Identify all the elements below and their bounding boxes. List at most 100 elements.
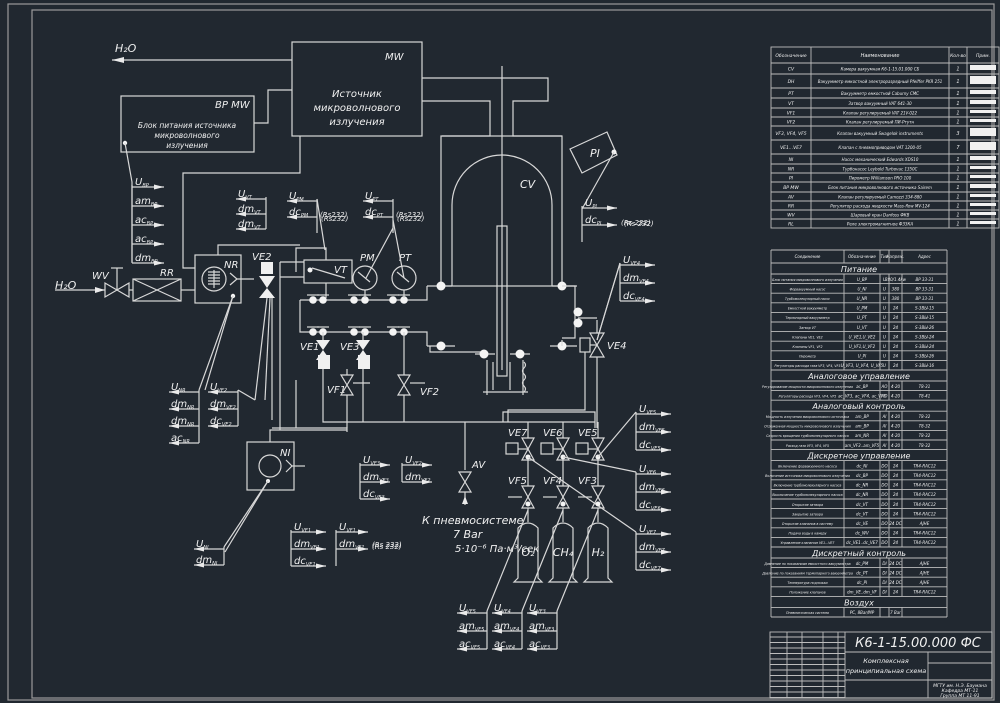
signal-label: UPI bbox=[585, 198, 597, 210]
spec-cell-qty: 1 bbox=[956, 67, 959, 73]
spec-cell-designation: RL bbox=[788, 222, 794, 228]
vt-label: VT bbox=[334, 265, 348, 276]
spec-cell-qty: 1 bbox=[956, 111, 959, 117]
io-cell: DO bbox=[881, 492, 887, 497]
signal-label: UVF5 bbox=[459, 603, 476, 615]
io-cell: T8-31 bbox=[919, 384, 931, 389]
io-cell: ac_BP bbox=[856, 384, 868, 389]
org-line2: Кафедра МТ-11 bbox=[942, 688, 979, 694]
mw-tag: MW bbox=[385, 52, 405, 63]
io-cell: Открытие затвора bbox=[792, 503, 823, 507]
io-cell: S-3BЫ-16 bbox=[915, 363, 935, 368]
signal-arrow bbox=[316, 563, 326, 569]
signal-arrow bbox=[645, 298, 655, 304]
io-cell: Мощность излучения микроволнового источн… bbox=[766, 415, 849, 419]
io-cell: U bbox=[883, 325, 886, 330]
flange bbox=[319, 296, 327, 304]
spec-header: Кол-во bbox=[950, 53, 966, 59]
io-cell: S-3BЫ-15 bbox=[915, 315, 935, 320]
vf2-label: VF2 bbox=[420, 387, 439, 398]
signal-label: dmVE2 bbox=[210, 399, 236, 411]
io-cell: 24 bbox=[893, 344, 899, 349]
turbo-pump-nr: NR bbox=[194, 244, 300, 391]
io-cell: 24 bbox=[893, 463, 899, 468]
ve1-label: VE1 bbox=[300, 342, 320, 353]
ve4-label: VE4 bbox=[607, 341, 627, 352]
io-cell: U bbox=[883, 344, 886, 349]
io-cell: 4-20 bbox=[891, 433, 901, 438]
bp-name-line1: Блок питания источника bbox=[138, 121, 237, 130]
gas-cylinder bbox=[512, 522, 544, 583]
signal-label: dmVF2 bbox=[405, 472, 431, 484]
io-cell: Регуляторы расхода газа VF3, VF4, VF5 bbox=[775, 364, 841, 368]
signal-label: dmNR bbox=[171, 416, 194, 428]
org-line3: Группа МТ 11-91 bbox=[940, 693, 979, 699]
signal-arrow bbox=[661, 567, 671, 573]
io-cell: S-3BЫ-15 bbox=[915, 306, 935, 311]
io-cell: dc_BP bbox=[856, 473, 868, 478]
io-cell: T8-32 bbox=[919, 414, 931, 419]
spec-cell-designation: WV bbox=[787, 213, 795, 219]
flow-regulator-rr: RR bbox=[132, 268, 182, 302]
io-cell: Турбомолекулярный насос bbox=[785, 297, 830, 301]
io-cell: DO bbox=[881, 502, 887, 507]
io-header: Адрес bbox=[917, 254, 932, 259]
signal-arrow bbox=[380, 496, 390, 502]
io-cell: 24 bbox=[893, 473, 899, 478]
valve-ve2: VE2 bbox=[252, 252, 281, 430]
io-cell: 24 bbox=[893, 492, 899, 497]
io-cell: dc_WV bbox=[855, 531, 869, 536]
signal-arrow bbox=[236, 226, 246, 232]
valve-av: AV bbox=[457, 460, 486, 505]
signal-arrow bbox=[316, 546, 326, 552]
rr-label: RR bbox=[160, 268, 174, 279]
io-cell: AJHE bbox=[919, 521, 930, 526]
io-section-title: Дискретный контроль bbox=[811, 549, 906, 558]
signal-arrow bbox=[661, 429, 671, 435]
spec-cell-designation: PI bbox=[789, 176, 794, 182]
signal-label: dmBP bbox=[135, 253, 158, 265]
io-cell: DO bbox=[881, 473, 887, 478]
spec-cell-mark bbox=[970, 212, 996, 215]
io-cell: BP 33-31 bbox=[915, 296, 933, 301]
signal-label: UPM bbox=[289, 191, 304, 203]
signal-arrow bbox=[208, 389, 218, 395]
io-cell: DI bbox=[882, 590, 887, 595]
io-cell: am_BP bbox=[855, 424, 869, 429]
io-cell: Открытие клапанов в систему bbox=[782, 522, 833, 526]
signal-label: dcPM bbox=[289, 207, 309, 219]
io-cell: TR4-RAC12 bbox=[913, 492, 936, 497]
spec-cell-qty: 1 bbox=[956, 176, 959, 182]
signal-label: acBP bbox=[135, 215, 153, 227]
spec-cell-name: Пирометр Williamson PRO 100 bbox=[849, 176, 912, 181]
cylinder-label: H₂ bbox=[592, 546, 605, 559]
io-cell: U_VT bbox=[857, 325, 868, 330]
signal-arrow bbox=[422, 479, 432, 485]
io-cell: TR4-RAC12 bbox=[913, 511, 936, 516]
protocol-note: (Rs 232) bbox=[624, 220, 654, 228]
spec-cell-name: Камера вакуумная К6-1-15.01.000 СБ bbox=[841, 67, 920, 72]
io-cell: Включение источника микроволнового излуч… bbox=[765, 474, 850, 478]
io-cell: 4-20 bbox=[891, 424, 901, 429]
wv-label: WV bbox=[92, 271, 110, 282]
io-cell: Форвакуумный насос bbox=[790, 287, 826, 291]
spec-cell-name: Реле электромагнитное ФЗЗКА bbox=[847, 222, 913, 227]
io-cell: DO bbox=[881, 531, 887, 536]
signal-arrow bbox=[661, 447, 671, 453]
ve2-label: VE2 bbox=[252, 252, 272, 263]
valve-vf2: VF2 bbox=[396, 332, 439, 398]
signal-label: UVE1 bbox=[294, 522, 311, 534]
spec-cell-name: Клапан регулируемый ПИ-Ртутн bbox=[846, 120, 915, 125]
signal-arrow bbox=[492, 646, 502, 652]
mw-source-block: MW Источник микроволнового излучения bbox=[291, 41, 562, 370]
spec-cell-name: Насос механический Edwards XDS10 bbox=[842, 157, 919, 162]
spec-cell-qty: 1 bbox=[956, 204, 959, 210]
io-section-title: Питание bbox=[841, 265, 877, 274]
io-cell: S-3BЫ-26 bbox=[915, 354, 935, 359]
io-cell: Емкостной вакуумметр bbox=[788, 307, 827, 311]
